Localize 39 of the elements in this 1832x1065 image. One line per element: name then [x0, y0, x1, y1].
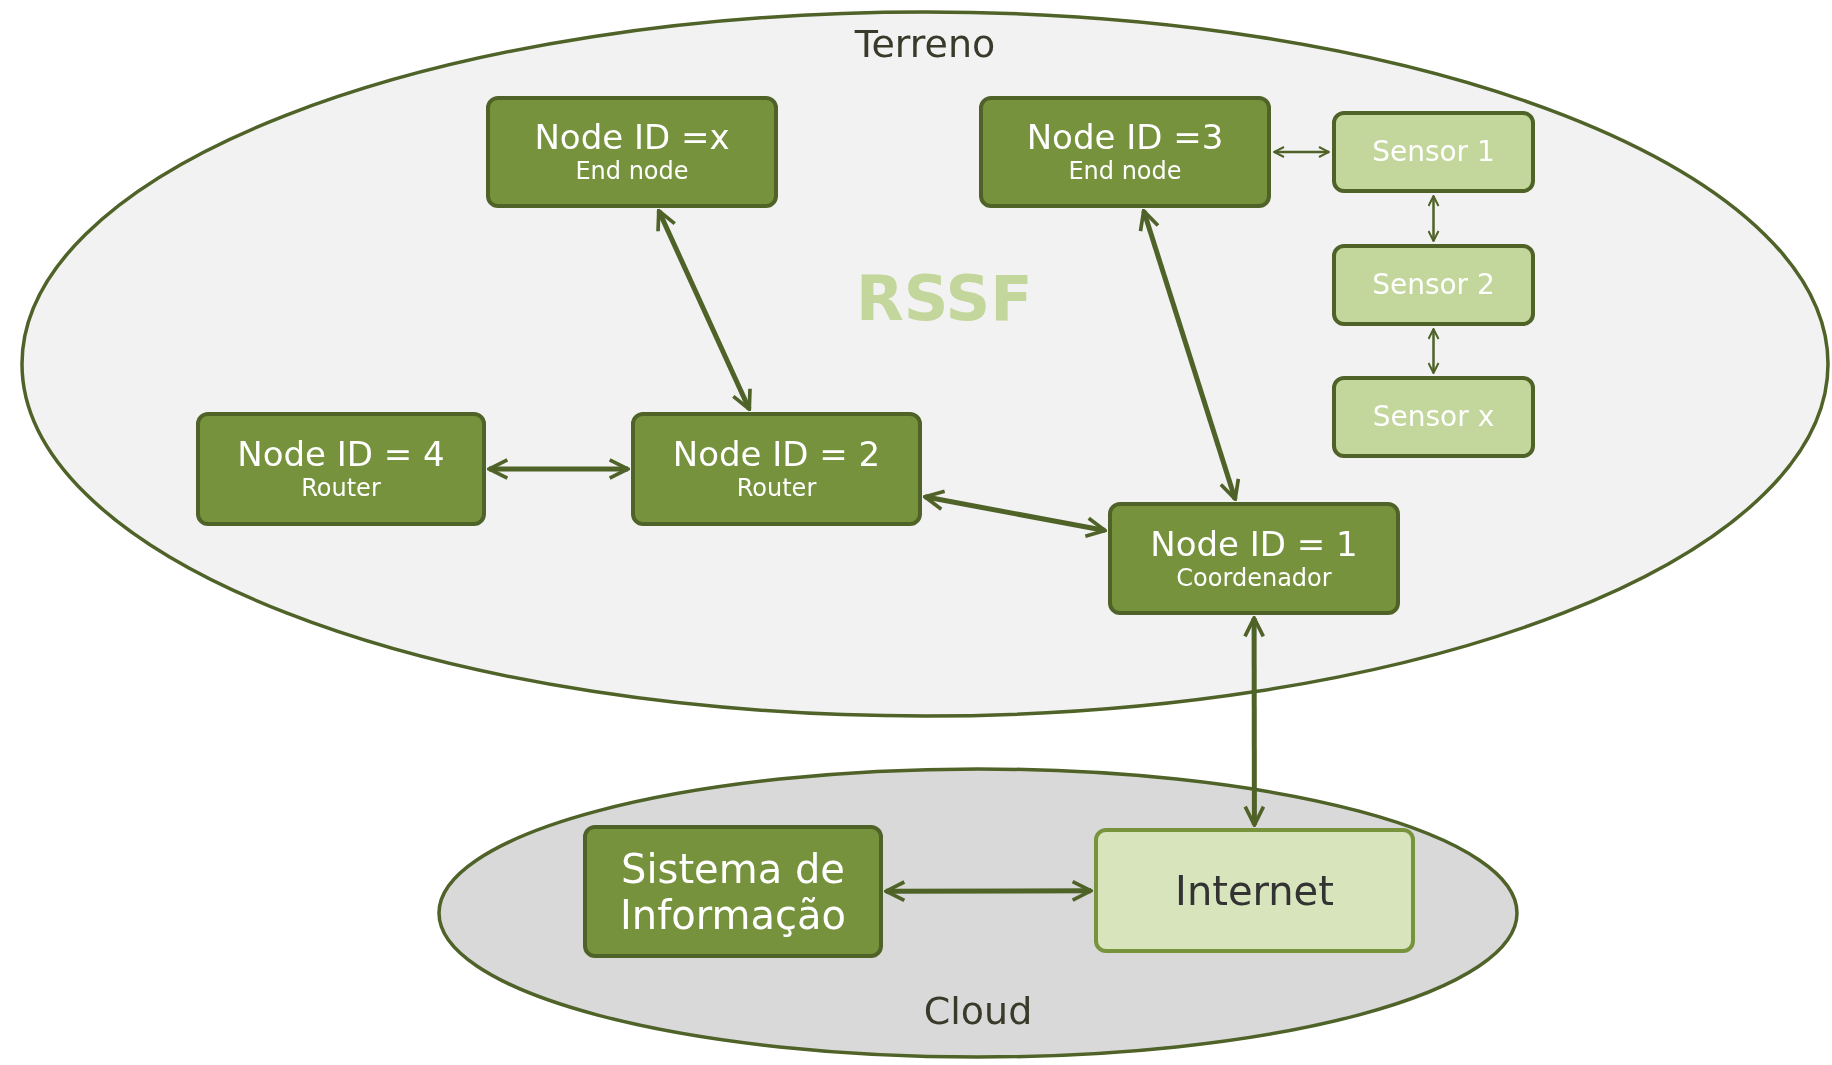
region-ellipse — [437, 767, 1519, 1059]
node-title: Node ID = 1 — [1150, 524, 1358, 564]
connector-arrow — [923, 489, 1107, 539]
node-box — [486, 96, 778, 208]
node-box — [1332, 244, 1535, 326]
node-box — [1094, 828, 1415, 953]
node-title: Internet — [1175, 867, 1334, 914]
node-title: Sistema de Informação — [619, 845, 847, 938]
node-box — [1108, 502, 1400, 615]
node-role: Router — [301, 474, 381, 503]
connector-arrow — [1273, 146, 1330, 158]
node-title: Node ID = 2 — [672, 435, 881, 475]
node-title: Node ID =x — [534, 118, 730, 158]
node-role: Coordenador — [1176, 563, 1332, 593]
node-title: Sensor 2 — [1372, 268, 1495, 302]
connector-arrow — [1427, 328, 1440, 374]
connector-arrow — [487, 458, 630, 480]
node-title: Node ID =3 — [1026, 118, 1224, 158]
connector-arrow — [1138, 209, 1241, 501]
node-box — [196, 412, 486, 526]
node-title: Sensor x — [1372, 400, 1495, 434]
connector-arrow — [1427, 195, 1440, 242]
node-box — [1332, 376, 1535, 458]
region-label: Terreno — [853, 22, 997, 66]
node-title: Node ID = 4 — [237, 435, 445, 475]
node-box — [583, 825, 883, 958]
node-role: End node — [575, 157, 689, 186]
region-label: Cloud — [922, 989, 1034, 1033]
network-title: RSSF — [856, 262, 1033, 335]
node-title: Sensor 1 — [1372, 135, 1495, 169]
connector-arrow — [1243, 616, 1266, 827]
connector-arrow — [884, 879, 1093, 903]
node-box — [1332, 111, 1535, 193]
node-role: End node — [1068, 157, 1182, 186]
connector-arrow — [656, 208, 752, 412]
node-box — [631, 412, 922, 526]
node-role: Router — [736, 474, 817, 503]
region-ellipse — [20, 10, 1830, 718]
node-box — [979, 96, 1271, 208]
